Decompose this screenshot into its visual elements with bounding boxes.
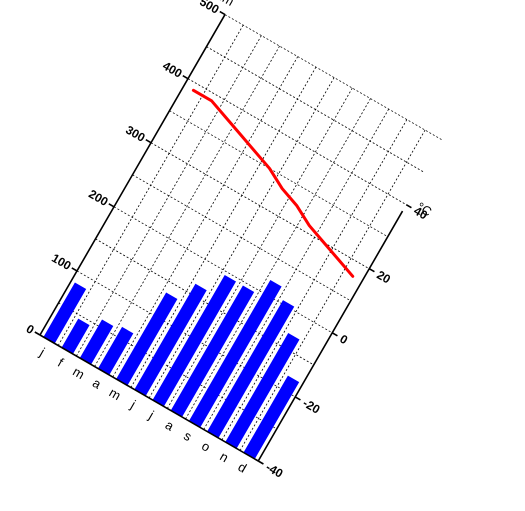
month-label: j: [127, 397, 138, 412]
right-tick: [368, 268, 375, 273]
left-tick: [145, 139, 152, 144]
month-label: d: [236, 459, 250, 476]
rotated-plot: 1002003004005000-40-2002040jfmamjjasondM…: [24, 0, 444, 481]
right-tick-label: -40: [263, 460, 285, 481]
precip-bar: [170, 285, 255, 418]
right-tick: [405, 203, 412, 209]
grid-line: [206, 46, 425, 173]
month-label: a: [90, 375, 104, 392]
right-tick-label: 20: [374, 268, 393, 287]
precip-bar: [225, 333, 300, 449]
right-tick-label: 40: [411, 204, 430, 223]
precip-bar: [43, 282, 87, 344]
grid-line: [95, 238, 314, 366]
left-tick-label: 400: [160, 59, 185, 81]
precipitation-bars: [43, 275, 300, 460]
left-tick: [108, 203, 115, 208]
grid-line: [224, 14, 444, 141]
right-tick: [294, 396, 301, 401]
left-tick: [182, 74, 189, 80]
left-tick: [219, 10, 226, 16]
grid-line: [150, 142, 370, 270]
precip-bar: [61, 318, 90, 355]
precip-bar: [152, 275, 237, 407]
left-tick-label: 200: [86, 187, 111, 209]
right-tick: [257, 460, 264, 465]
temperature-line: [191, 88, 355, 278]
month-label: m: [107, 385, 124, 403]
precip-bar: [188, 280, 282, 428]
right-tick: [331, 332, 338, 337]
precip-bar: [243, 375, 300, 460]
grid-line: [169, 110, 388, 238]
precip-bar: [98, 326, 134, 376]
right-axis-title: °C: [414, 199, 434, 219]
right-axis-line: [257, 210, 404, 462]
precip-bar: [134, 283, 207, 397]
month-label: m: [70, 364, 87, 382]
grid-line: [166, 87, 353, 409]
month-label: j: [146, 407, 157, 422]
month-label: o: [199, 438, 213, 455]
month-label: a: [163, 417, 177, 434]
axes: [34, 10, 412, 465]
grid-line: [239, 129, 426, 451]
baseline: [39, 334, 259, 462]
month-label: n: [217, 449, 231, 466]
left-tick: [34, 331, 41, 336]
precip-bar: [79, 319, 114, 365]
month-label: j: [36, 344, 47, 359]
grid-line: [132, 174, 351, 302]
left-tick-label: 100: [49, 251, 74, 273]
left-tick: [71, 267, 78, 272]
precip-bar: [207, 300, 295, 439]
month-label: f: [55, 355, 66, 370]
right-tick-label: -20: [300, 396, 322, 417]
left-axis-line: [39, 14, 226, 336]
left-axis-title: Mm: [210, 0, 236, 9]
right-tick-label: 0: [337, 332, 350, 348]
precip-bar: [116, 292, 178, 386]
left-zero-label: 0: [24, 322, 37, 338]
month-label: s: [181, 428, 195, 444]
left-tick-label: 300: [123, 123, 148, 145]
grid-line: [187, 78, 407, 206]
grid-line: [94, 45, 280, 367]
grid: [57, 14, 444, 451]
